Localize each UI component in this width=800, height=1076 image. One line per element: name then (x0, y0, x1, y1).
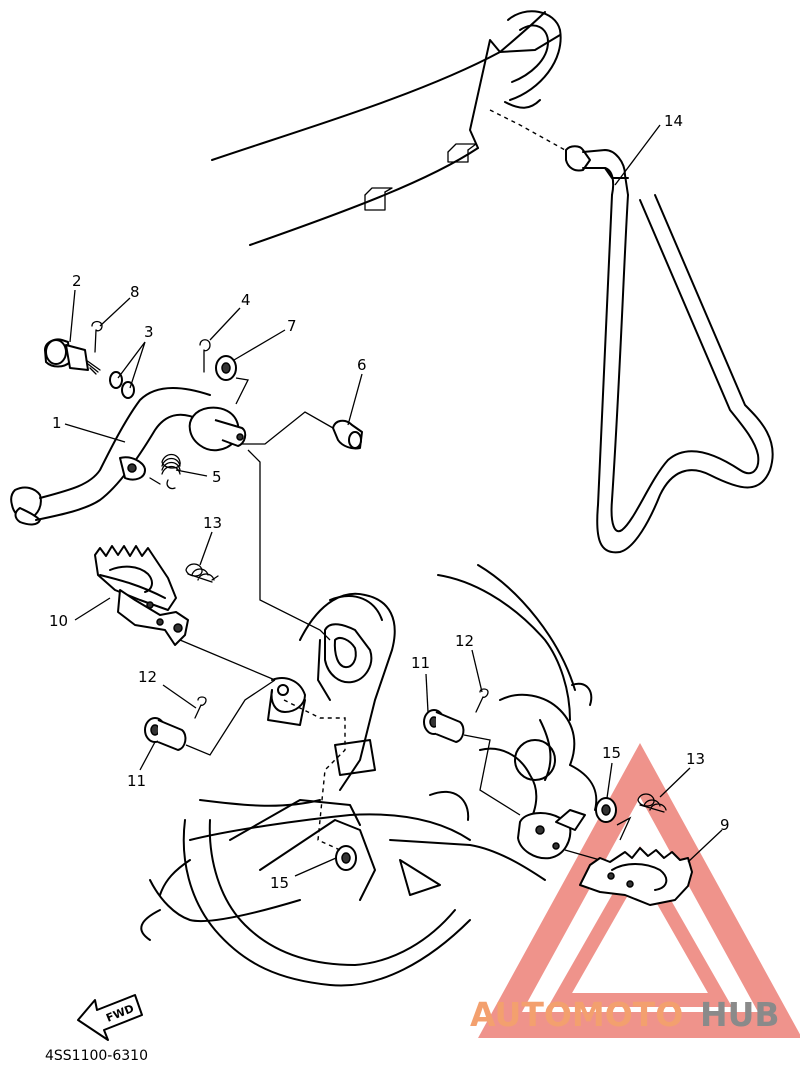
callout-5: 5 (212, 468, 222, 486)
right-footrest-bracket (517, 809, 632, 861)
callout-8: 8 (130, 283, 140, 301)
brake-pedal (10, 387, 247, 526)
callout-13-left: 13 (203, 514, 222, 532)
footrest-pin-left (144, 679, 276, 756)
callout-12-right: 12 (455, 632, 474, 650)
callout-9: 9 (720, 816, 730, 834)
callout-2: 2 (72, 272, 82, 290)
watermark-triangle (478, 742, 800, 1038)
washer-15-right (595, 797, 617, 823)
sidestand (489, 109, 774, 554)
callout-11-left: 11 (127, 772, 146, 790)
o-rings (109, 371, 135, 399)
callout-3: 3 (144, 323, 154, 341)
callout-leaders (64, 124, 723, 877)
watermark-text-primary: AUTOMOTO (470, 995, 683, 1034)
left-footrest (94, 545, 276, 681)
washer-7 (215, 355, 237, 381)
callout-7: 7 (287, 317, 297, 335)
callout-12-left: 12 (138, 668, 157, 686)
watermark-text-secondary: HUB (700, 995, 780, 1034)
washer-15-left (283, 699, 357, 871)
watermark-logo: AUTOMOTO HUB (470, 995, 780, 1034)
frame-outline (140, 564, 598, 987)
callout-13-right: 13 (686, 750, 705, 768)
callout-1: 1 (52, 414, 62, 432)
callout-15-right: 15 (602, 744, 621, 762)
callout-numbers: 2 8 3 4 7 6 1 5 13 10 12 11 11 12 14 15 … (49, 112, 730, 892)
right-footrest (579, 847, 693, 906)
callout-10: 10 (49, 612, 68, 630)
return-spring (161, 453, 181, 490)
cotter-pin-8 (91, 320, 103, 353)
fwd-arrow-icon: FWD (77, 994, 143, 1041)
cotter-pin-4 (199, 339, 211, 373)
pivot-bolt (44, 338, 101, 375)
rear-fender-outline (211, 10, 562, 246)
callout-14: 14 (664, 112, 683, 130)
callout-15-left: 15 (270, 874, 289, 892)
clevis-pin (332, 419, 363, 450)
footrest-spring-left (185, 563, 219, 583)
footrest-spring-right (637, 793, 667, 813)
dashed-leaders-pedal (149, 377, 334, 641)
callout-4: 4 (241, 291, 251, 309)
callout-6: 6 (357, 356, 367, 374)
drawing-code: 4SS1100-6310 (45, 1048, 148, 1064)
callout-11-right: 11 (411, 654, 430, 672)
